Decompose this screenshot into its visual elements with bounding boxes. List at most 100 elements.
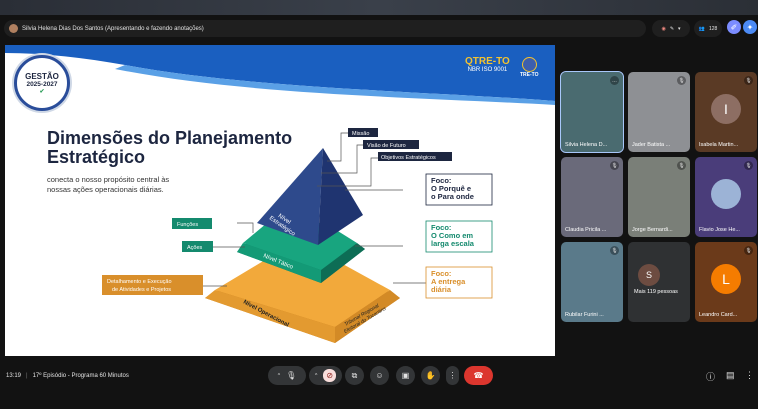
participant-tile[interactable]: 🎙 Rubilar Furini ... <box>561 242 623 322</box>
participant-tile[interactable]: L🎙 Leandro Card... <box>695 242 757 322</box>
participant-name: Leandro Card... <box>699 312 738 318</box>
emoji-icon: ☺ <box>375 371 384 380</box>
participants-button[interactable]: 👥128 <box>694 20 722 37</box>
seal-years: 2025-2027 <box>26 80 58 88</box>
record-icon: ◉ <box>661 25 666 32</box>
apps-icon[interactable]: ⋮⋮ <box>745 370 758 380</box>
bottom-bar: 13:19 | 17º Episódio - Programa 60 Minut… <box>6 373 129 379</box>
label-acoes: Ações <box>187 245 203 251</box>
raise-hand-button[interactable]: ✋ <box>421 366 440 385</box>
camera-button[interactable]: ^⊘ <box>309 366 342 385</box>
microphone-icon: 🎙 <box>286 371 297 380</box>
participant-tile[interactable]: 🎙 Claudia Pricila ... <box>561 157 623 237</box>
people-icon: 👥 <box>698 25 705 32</box>
meeting-title: 17º Episódio - Programa 60 Minutos <box>32 373 129 379</box>
participant-avatar <box>711 179 741 209</box>
top-tier <box>257 148 323 245</box>
chevron-down-icon: ▾ <box>678 25 681 32</box>
participant-name: Silvia Helena D... <box>565 142 608 148</box>
label-detalhamento: de Atividades e Projetos <box>112 287 171 293</box>
label-visao: Visão de Futuro <box>367 143 406 149</box>
subtitle-line: nossas ações operacionais diárias. <box>47 185 164 194</box>
participant-tile[interactable]: 🎙 Flavio Jose He... <box>695 157 757 237</box>
shared-slide: GESTÃO 2025-2027 ✔ QTRE-TO NBR ISO 9001 … <box>5 45 555 356</box>
participant-avatar: S <box>638 264 660 286</box>
captions-icon: ▣ <box>401 371 410 380</box>
blurred-background <box>0 0 758 15</box>
tre-to-logo: TRE-TO <box>520 57 539 78</box>
ai-button[interactable]: ✦ <box>743 20 757 34</box>
participant-name: Isabela Martin... <box>699 142 739 148</box>
more-options-icon[interactable]: … <box>610 76 619 85</box>
title-line: Estratégico <box>47 147 146 167</box>
camera-off-icon: ⊘ <box>323 369 337 382</box>
mic-off-icon: 🎙 <box>610 246 619 255</box>
chat-icon[interactable]: ▤ <box>726 370 735 380</box>
present-icon: ⧉ <box>351 370 358 380</box>
participant-name: Mais 119 pessoas <box>634 289 678 295</box>
participant-name: Jorge Bernardi... <box>632 227 673 233</box>
mic-button[interactable]: ^🎙 <box>268 366 306 385</box>
pyramid-diagram: NívelEstratégico Nível Tático Nível Oper… <box>102 128 493 343</box>
leave-call-button[interactable]: ☎ <box>464 366 493 385</box>
more-options-button[interactable]: ⋮ <box>446 366 459 385</box>
logo-name: QTRE-TO <box>465 56 510 67</box>
participant-tile[interactable]: I🎙 Isabela Martin... <box>695 72 757 152</box>
clock: 13:19 <box>6 373 22 379</box>
participant-tile[interactable]: 🎙 Jorge Bernardi... <box>628 157 690 237</box>
sparkle-icon: ✦ <box>746 22 754 32</box>
participant-tile[interactable]: 🎙 Jader Batista ... <box>628 72 690 152</box>
label-missao: Missão <box>352 131 369 137</box>
mic-off-icon: 🎙 <box>744 76 753 85</box>
mic-off-icon: 🎙 <box>677 76 686 85</box>
mic-off-icon: 🎙 <box>744 246 753 255</box>
present-button[interactable]: ⧉ <box>345 366 364 385</box>
participant-grid: …Silvia Helena D...🎙Jader Batista ...I🎙I… <box>560 71 757 322</box>
more-vert-icon: ⋮ <box>448 371 457 380</box>
mic-off-icon: 🎙 <box>677 161 686 170</box>
participant-tile[interactable]: … Silvia Helena D... <box>560 71 624 153</box>
hand-icon: ✋ <box>425 371 436 380</box>
participant-name: Rubilar Furini ... <box>565 312 604 318</box>
participant-name: Claudia Pricila ... <box>565 227 607 233</box>
gemini-button[interactable]: ✐ <box>727 20 741 34</box>
participant-avatar: L <box>711 264 741 294</box>
label-objetivos: Objetivos Estratégicos <box>381 155 436 161</box>
annotate-icon: ✎ <box>669 25 675 32</box>
chevron-up-icon: ^ <box>277 372 281 379</box>
participant-name: Flavio Jose He... <box>699 227 740 233</box>
tre-emblem-icon <box>521 57 537 72</box>
logo-org: TRE-TO <box>520 72 539 78</box>
label-funcoes: Funções <box>177 222 198 228</box>
info-icon[interactable]: ⓘ <box>706 372 716 382</box>
logo-cert: NBR ISO 9001 <box>467 67 508 73</box>
qtre-logo: QTRE-TO NBR ISO 9001 <box>465 56 510 73</box>
participant-count: 128 <box>708 25 718 32</box>
svg-text:Foco:O Porquê eo Para onde: Foco:O Porquê eo Para onde <box>431 176 474 201</box>
mic-off-icon: 🎙 <box>744 161 753 170</box>
mic-off-icon: 🎙 <box>610 161 619 170</box>
title-line: Dimensões do Planejamento <box>47 128 293 148</box>
presenter-label: Silvia Helena Dias Dos Santos (Apresenta… <box>22 25 204 32</box>
seal-text: GESTÃO <box>25 71 59 81</box>
participant-avatar: I <box>711 94 741 124</box>
subtitle-line: conecta o nosso propósito central às <box>47 175 170 184</box>
header-wave <box>5 45 555 105</box>
hangup-icon: ☎ <box>473 371 484 380</box>
pen-icon: ✐ <box>730 22 738 32</box>
participant-name: Jader Batista ... <box>632 142 671 148</box>
participant-tile[interactable]: S Mais 119 pessoas <box>628 242 690 322</box>
chevron-up-icon: ^ <box>314 372 318 379</box>
emoji-button[interactable]: ☺ <box>370 366 389 385</box>
presenter-avatar <box>9 24 18 33</box>
recording-controls[interactable]: ◉✎▾ <box>652 20 690 37</box>
captions-button[interactable]: ▣ <box>396 366 415 385</box>
presenter-bar: Silvia Helena Dias Dos Santos (Apresenta… <box>4 20 646 37</box>
check-icon: ✔ <box>39 88 45 95</box>
label-detalhamento: Detalhamento e Execução <box>107 279 172 285</box>
gestao-seal: GESTÃO 2025-2027 ✔ <box>14 55 70 111</box>
